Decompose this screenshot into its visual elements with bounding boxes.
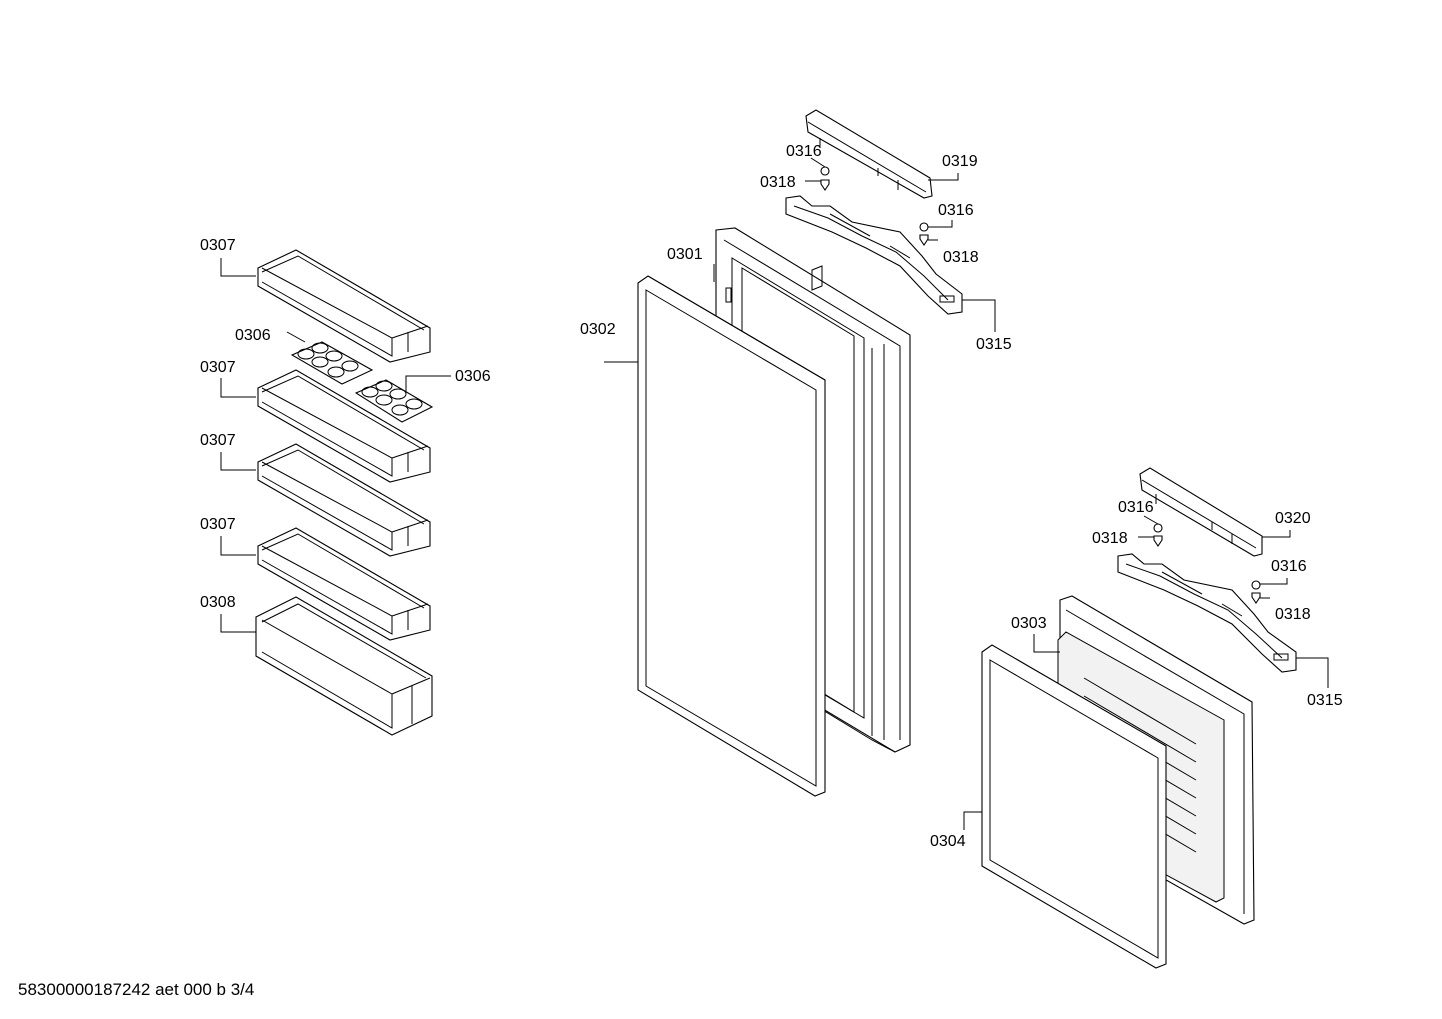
label-0307-d: 0307 (200, 516, 236, 533)
label-0308: 0308 (200, 594, 236, 611)
part-labels: 0307 0306 0307 0306 0307 0307 0308 0302 … (200, 143, 1343, 850)
door-shelf-4 (257, 527, 431, 641)
hinge-cover-lower (1139, 467, 1263, 557)
label-0303: 0303 (1011, 615, 1047, 632)
label-0318-b: 0318 (943, 249, 979, 266)
bottle-shelf (255, 596, 433, 736)
leader-lines (220, 157, 1329, 830)
label-0318-c: 0318 (1092, 530, 1128, 547)
door-shelf-2 (257, 369, 431, 483)
label-0316-a: 0316 (786, 143, 822, 160)
door-shelf-3 (257, 443, 431, 557)
door-shelf-1 (257, 249, 431, 363)
label-0306-a: 0306 (235, 327, 271, 344)
hinge-bracket-upper (785, 195, 963, 315)
label-0319: 0319 (942, 153, 978, 170)
label-0316-c: 0316 (1118, 499, 1154, 516)
label-0307-c: 0307 (200, 432, 236, 449)
label-0318-a: 0318 (760, 174, 796, 191)
drawing-number: 58300000187242 aet 000 b 3/4 (18, 980, 255, 999)
label-0315-a: 0315 (976, 336, 1012, 353)
screw-lower-1 (1153, 523, 1163, 547)
fridge-door-gasket (637, 275, 826, 797)
egg-tray-1 (290, 341, 374, 385)
hinge-cover-upper (805, 109, 933, 199)
screw-lower-2 (1251, 580, 1261, 604)
egg-tray-2 (354, 379, 434, 423)
label-0301: 0301 (667, 246, 703, 263)
screw-upper-2 (919, 222, 929, 246)
hinge-bracket-lower (1117, 553, 1297, 673)
freezer-door-gasket (981, 644, 1167, 969)
label-0315-b: 0315 (1307, 692, 1343, 709)
label-0304: 0304 (930, 833, 966, 850)
label-0302: 0302 (580, 321, 616, 338)
label-0306-b: 0306 (455, 368, 491, 385)
label-0316-d: 0316 (1271, 558, 1307, 575)
label-0320: 0320 (1275, 510, 1311, 527)
label-0318-d: 0318 (1275, 606, 1311, 623)
label-0307-b: 0307 (200, 359, 236, 376)
screw-upper-1 (820, 166, 830, 191)
label-0316-b: 0316 (938, 202, 974, 219)
label-0307-a: 0307 (200, 237, 236, 254)
